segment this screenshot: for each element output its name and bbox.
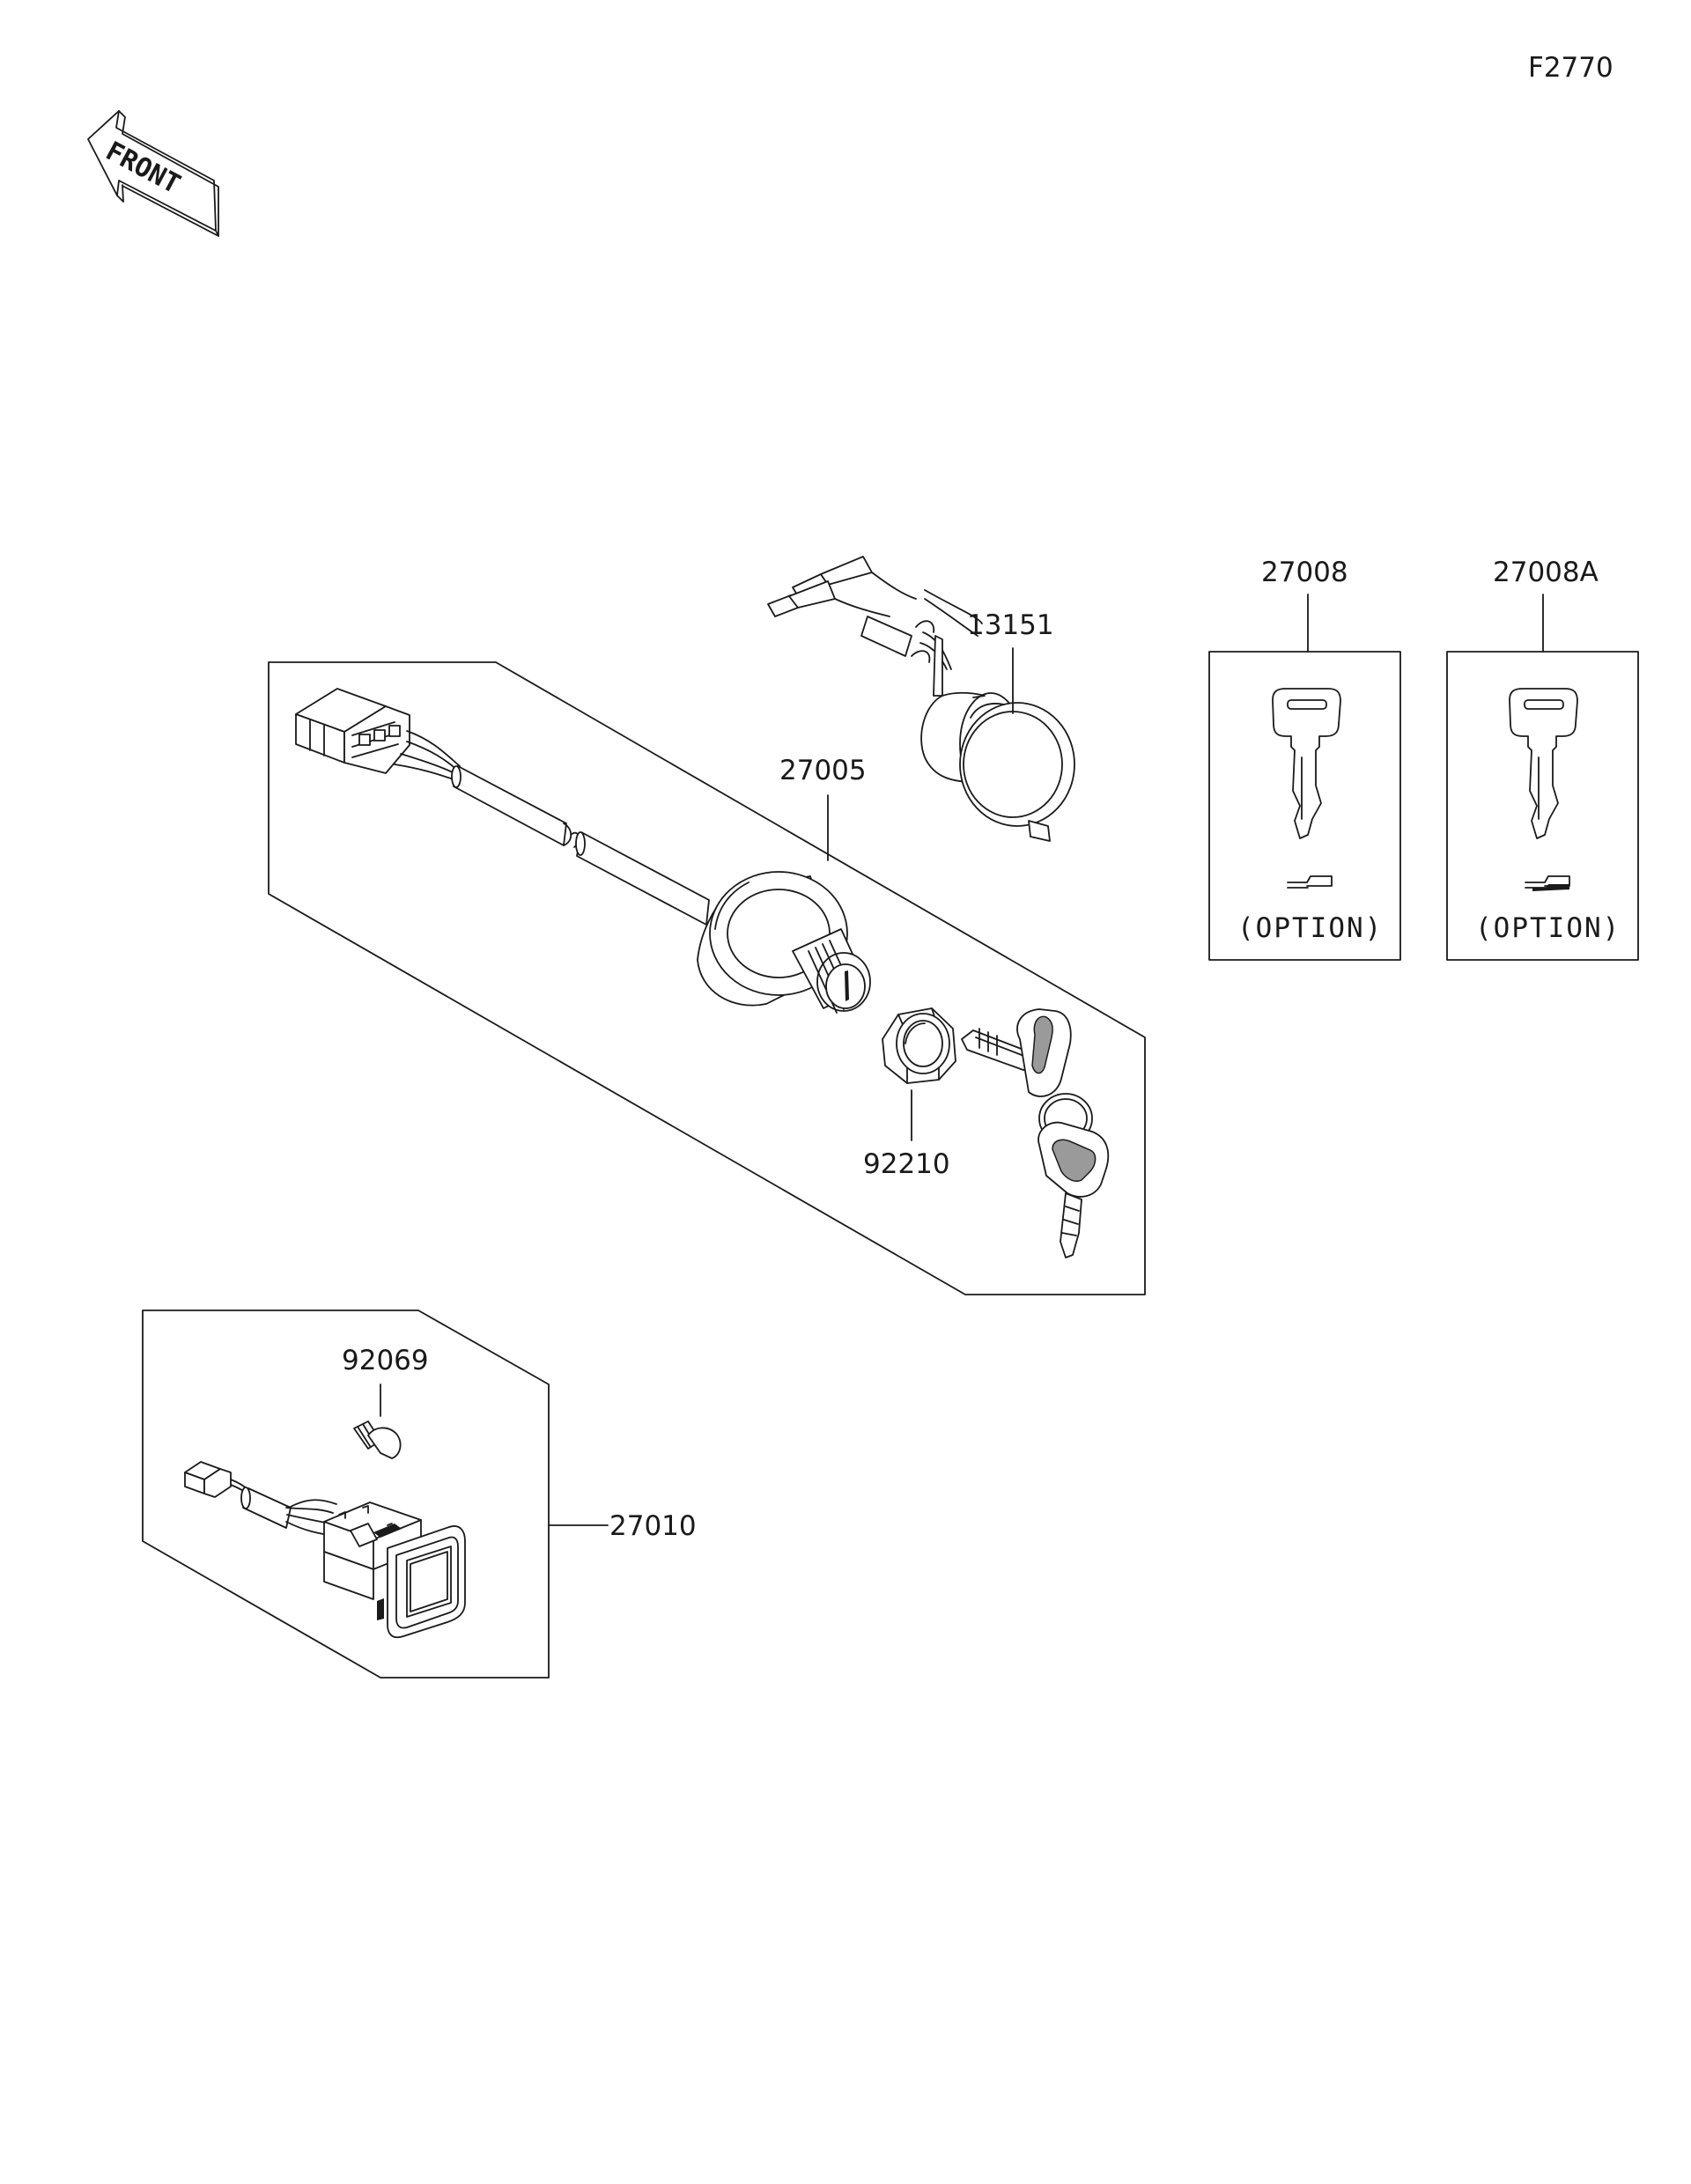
label-27008a: 27008A: [1493, 557, 1599, 588]
label-27005: 27005: [779, 755, 867, 786]
ignition-switch-body: [697, 871, 871, 1014]
label-27008: 27008: [1261, 557, 1348, 588]
front-arrow-icon: FRONT: [87, 110, 219, 237]
label-13151: 13151: [967, 609, 1054, 641]
bulb-92069: [353, 1420, 402, 1459]
assembly-frame-27005: [268, 661, 1146, 1295]
assembly-frame-27010: [142, 1310, 550, 1679]
label-27010: 27010: [609, 1510, 697, 1542]
option-marker-27008: [1287, 875, 1333, 889]
figure-code: F2770: [1528, 52, 1613, 84]
connector-block: [295, 688, 410, 774]
label-92210: 92210: [863, 1148, 950, 1180]
option-box-27008: [1208, 651, 1401, 961]
switch-27010: [184, 1461, 466, 1639]
key-pair-icon: [961, 1008, 1110, 1258]
socket-13151: [767, 556, 1075, 842]
label-92069: 92069: [342, 1345, 429, 1376]
nut-92210: [882, 1007, 956, 1084]
option-label-27008: (OPTION): [1237, 912, 1383, 944]
key-icon-27008a: [1509, 688, 1578, 839]
option-label-27008a: (OPTION): [1475, 912, 1621, 944]
key-icon-27008: [1272, 688, 1341, 839]
option-box-27008a: [1446, 651, 1639, 961]
